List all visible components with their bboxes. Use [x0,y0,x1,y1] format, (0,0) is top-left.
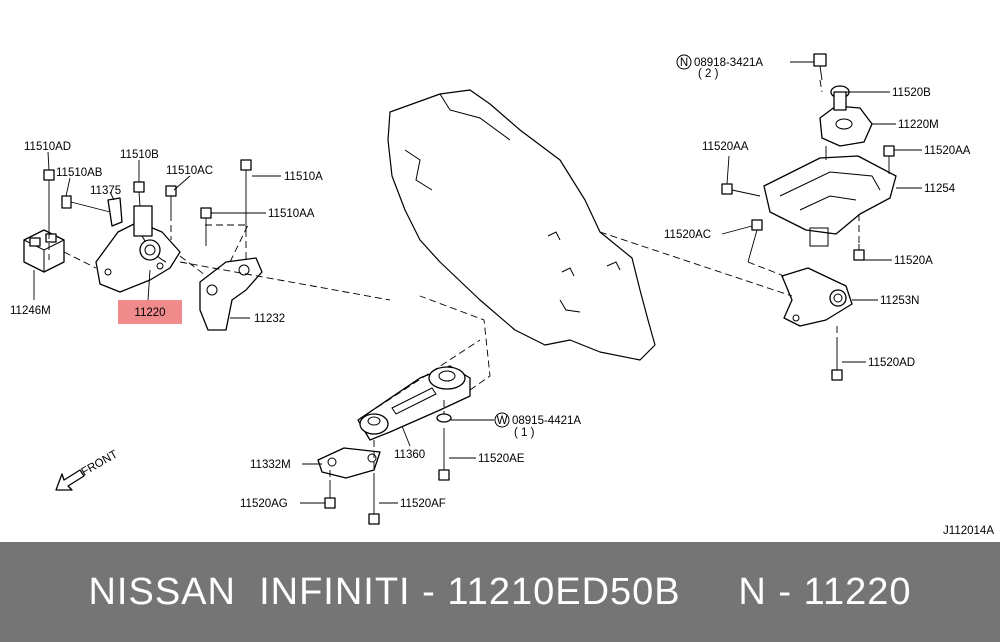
label-11246M[interactable]: 11246M [10,305,51,317]
label-11520AA-left[interactable]: 11520AA [702,141,749,153]
label-11232[interactable]: 11232 [254,313,285,325]
part-11220M[interactable] [819,85,873,147]
label-11520AD[interactable]: 11520AD [868,357,915,369]
part-11232[interactable] [199,257,263,331]
highlight-11220 [118,300,182,324]
label-08915-qty: ( 1 ) [514,427,535,439]
label-11510AD[interactable]: 11510AD [24,141,71,153]
part-labels: 11510AD 11510AB 11510B 11510AC 11375 115… [10,54,971,510]
engine-outline [387,89,656,361]
front-arrow-icon [55,469,85,491]
bolt-11510AC[interactable] [165,185,177,214]
label-11520AC[interactable]: 11520AC [664,229,711,241]
front-label: FRONT [80,448,120,478]
bolt-11520AA-right[interactable] [883,145,895,174]
label-11520AF[interactable]: 11520AF [400,498,446,510]
bolt-11510AD[interactable] [43,169,55,232]
label-11520AA-right[interactable]: 11520AA [924,145,971,157]
label-w08915[interactable]: W 08915-4421A ( 1 ) [494,412,581,439]
part-11332M[interactable] [317,447,381,479]
bolt-11510AA[interactable] [200,207,212,246]
bolt-11520AC[interactable] [747,219,763,263]
label-11510AB[interactable]: 11510AB [56,167,103,179]
label-11520A[interactable]: 11520A [894,255,933,267]
label-08918-qty: ( 2 ) [698,68,719,80]
label-11254[interactable]: 11254 [924,183,956,195]
bolt-11520A[interactable] [853,244,865,261]
part-11375[interactable] [107,197,123,227]
n-circle-mark: N [680,57,688,69]
label-11510AA[interactable]: 11510AA [268,208,315,220]
footer-part-text: NISSAN INFINITI - 11210ED50B N - 11220 [88,570,912,613]
diagram-code: J112014A [943,525,994,537]
label-11220[interactable]: 11220 [134,307,165,319]
part-11253N[interactable] [781,267,853,327]
label-08915-4421A: 08915-4421A [512,415,581,427]
engine-mount-diagram: 11510AD 11510AB 11510B 11510AC 11375 115… [10,53,994,537]
bolt-11520AA-left[interactable] [721,183,761,197]
label-11253N[interactable]: 11253N [880,295,919,307]
bolt-11510B[interactable] [133,181,145,207]
part-11254[interactable] [763,146,897,247]
label-11510A[interactable]: 11510A [284,171,323,183]
label-11520AE[interactable]: 11520AE [478,453,525,465]
front-direction-indicator: FRONT [55,448,120,491]
part-11360[interactable] [357,365,471,441]
nut-08918-3421A[interactable] [813,53,827,81]
label-11360[interactable]: 11360 [394,449,425,461]
bolt-11520AE[interactable] [438,428,450,481]
label-08918-3421A: 08918-3421A [694,57,763,69]
bolt-11510AB[interactable] [61,195,111,213]
label-11332M[interactable]: 11332M [250,459,291,471]
right-engine-mount-assembly [599,53,897,381]
bolt-11510A[interactable] [240,159,252,230]
bolt-11520AD[interactable] [831,344,843,381]
w-circle-mark: W [497,415,508,427]
part-number-footer: NISSAN INFINITI - 11210ED50B N - 11220 [0,542,1000,642]
label-11510B[interactable]: 11510B [120,149,159,161]
part-11220[interactable] [95,205,181,293]
label-11220M[interactable]: 11220M [898,119,939,131]
left-engine-mount-assembly [23,159,391,331]
label-11520B[interactable]: 11520B [892,87,931,99]
bolt-11520AG[interactable] [324,480,336,509]
label-n08918[interactable]: N 08918-3421A ( 2 ) [676,54,763,80]
part-11246M[interactable] [23,229,65,273]
leader-lines [33,61,922,504]
bolt-11520AF[interactable] [368,480,380,525]
washer-08915-4421A[interactable] [436,413,452,423]
label-11520AG[interactable]: 11520AG [240,498,288,510]
label-11375[interactable]: 11375 [90,185,121,197]
label-11510AC[interactable]: 11510AC [166,165,213,177]
torque-rod-assembly [317,295,491,525]
